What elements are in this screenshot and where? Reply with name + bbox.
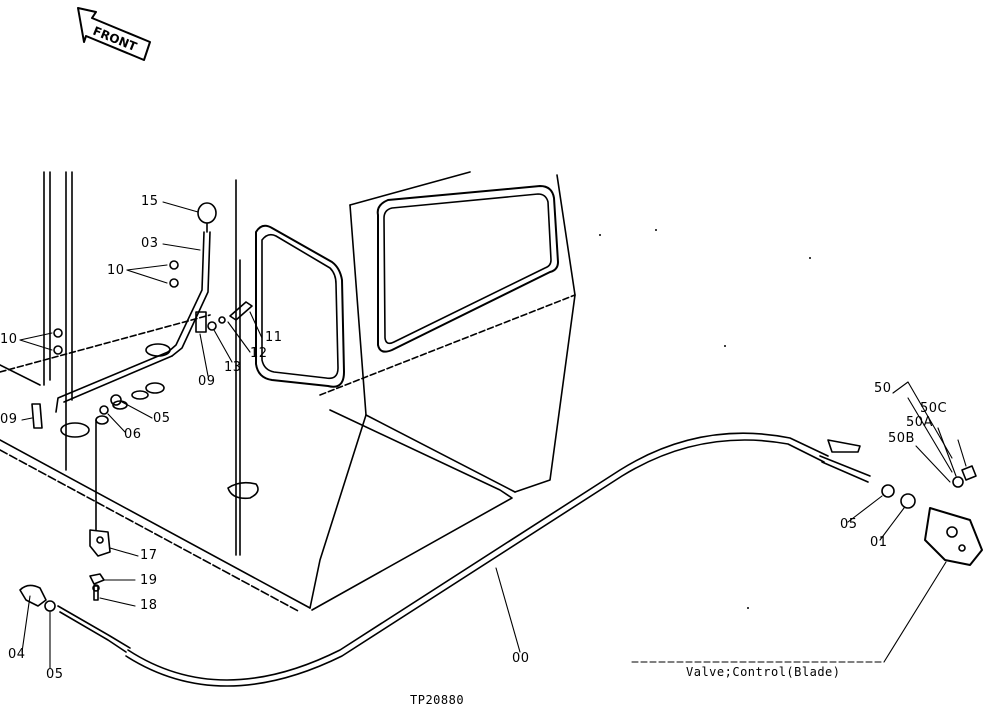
drawing-id: TP20880 — [410, 693, 465, 707]
callout-00: 00 — [512, 651, 530, 666]
scan-specks — [599, 229, 811, 609]
callout-05-bottom: 05 — [46, 667, 64, 682]
callout-09: 09 — [198, 374, 216, 389]
callout-15: 15 — [141, 194, 159, 209]
callout-05: 05 — [153, 411, 171, 426]
callout-10: 10 — [107, 263, 125, 278]
cable-bracket — [89, 419, 111, 601]
leader-lines — [19, 201, 967, 669]
callout-50c: 50C — [920, 401, 948, 416]
callout-03: 03 — [141, 236, 159, 251]
callout-50a: 50A — [906, 415, 933, 430]
callout-01: 01 — [870, 535, 888, 550]
callout-10-left: 10 — [0, 332, 18, 347]
callout-18: 18 — [140, 598, 158, 613]
callout-17: 17 — [140, 548, 158, 563]
callout-09-left: 09 — [0, 412, 18, 427]
lever-knob-icon — [197, 202, 217, 224]
callout-50: 50 — [874, 381, 892, 396]
callout-13: 13 — [224, 360, 242, 375]
callout-19: 19 — [140, 573, 158, 588]
callout-06: 06 — [124, 427, 142, 442]
cab-body — [0, 171, 576, 613]
front-arrow: FRONT — [77, 7, 151, 61]
valve-label: Valve;Control(Blade) — [686, 665, 841, 679]
control-cable — [19, 432, 983, 687]
callout-04: 04 — [8, 647, 26, 662]
callout-05-right: 05 — [840, 517, 858, 532]
callout-11: 11 — [265, 330, 283, 345]
callout-12: 12 — [250, 346, 268, 361]
callout-50b: 50B — [888, 431, 915, 446]
